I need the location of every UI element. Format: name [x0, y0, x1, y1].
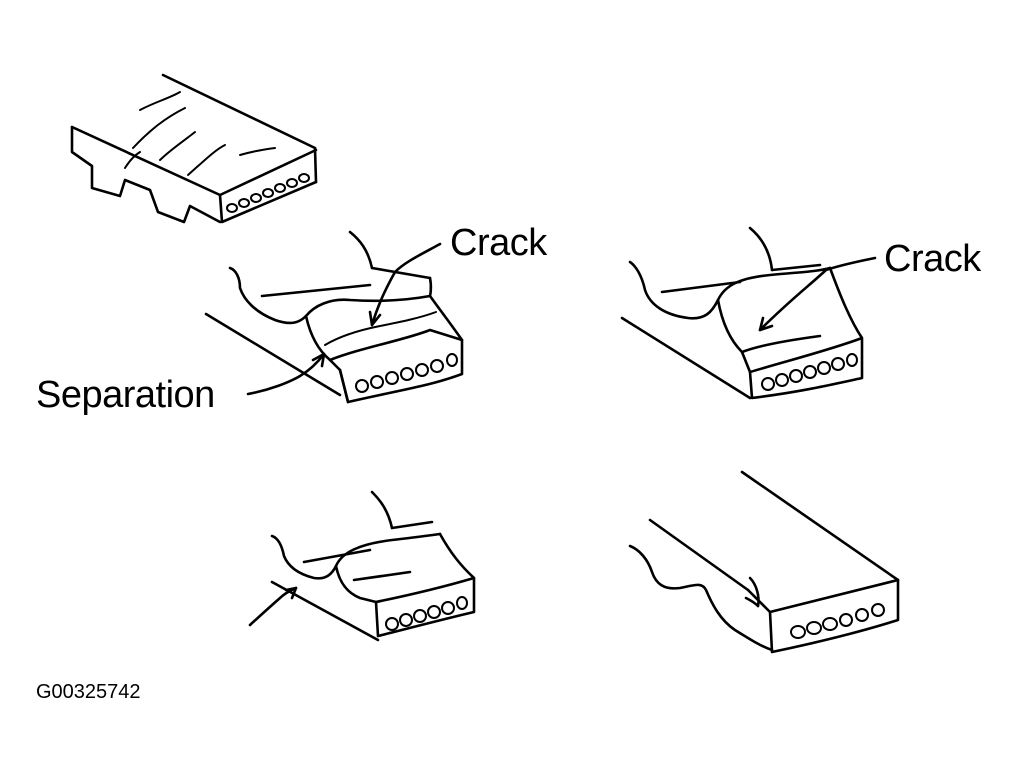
- separation-leader: [246, 352, 326, 396]
- belt-middle-left: [204, 230, 464, 404]
- bottom-left-leader: [248, 586, 298, 627]
- crack-right-leader: [758, 256, 877, 332]
- belt-bottom-right: [628, 470, 900, 654]
- belt-top-left: [70, 73, 318, 224]
- figure-code: G00325742: [36, 681, 141, 703]
- crack-left-label: Crack: [450, 222, 547, 264]
- belt-bottom-left: [248, 490, 476, 642]
- belt-middle-right: [620, 226, 877, 400]
- crack-left-leader: [370, 242, 442, 327]
- separation-label: Separation: [36, 374, 215, 416]
- crack-right-label: Crack: [884, 238, 981, 280]
